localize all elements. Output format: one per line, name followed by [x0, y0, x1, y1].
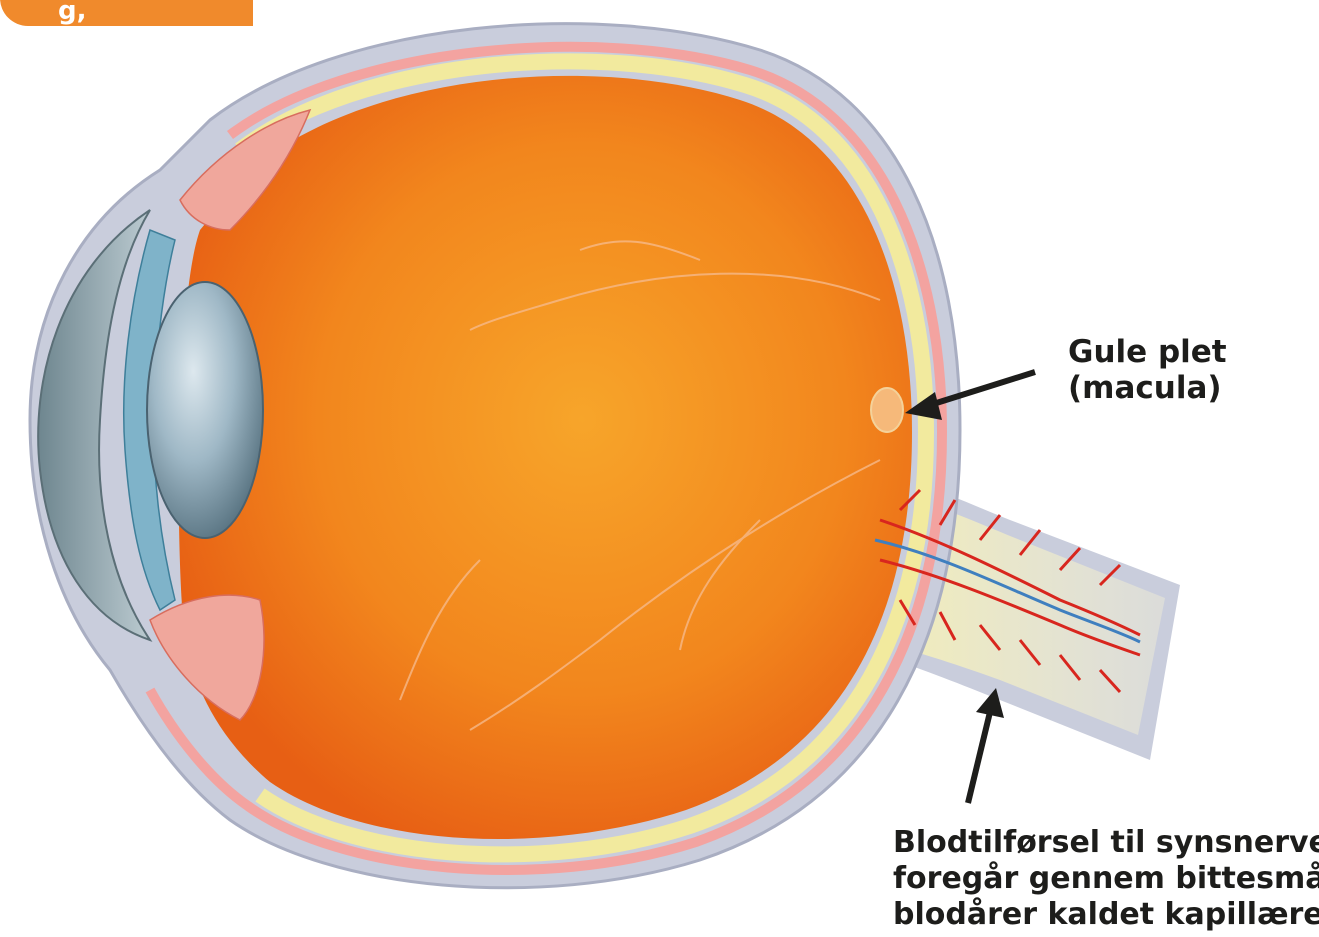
vitreous-body: [179, 76, 912, 839]
blood-supply-line2: foregår gennem bittesmå: [893, 861, 1319, 897]
macula-label-line2: (macula): [1068, 370, 1227, 406]
macula-label: Gule plet (macula): [1068, 334, 1227, 406]
macula-spot: [871, 388, 903, 432]
capillary-arrow: [968, 688, 1004, 803]
blood-supply-line3: blodårer kaldet kapillærer: [893, 897, 1319, 933]
macula-label-line1: Gule plet: [1068, 334, 1227, 370]
blood-supply-label: Blodtilførsel til synsnerven foregår gen…: [893, 825, 1319, 933]
lens: [147, 282, 263, 538]
blood-supply-line1: Blodtilførsel til synsnerven: [893, 825, 1319, 861]
